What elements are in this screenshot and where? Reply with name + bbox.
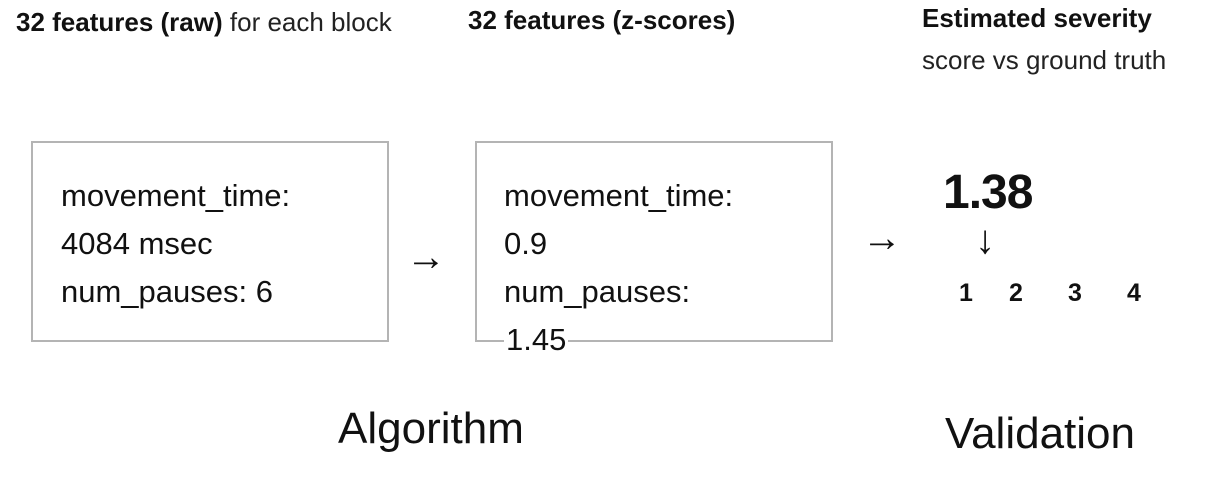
severity-scale-4: 4 [1127, 279, 1141, 307]
severity-heading: Estimated severity score vs ground truth [922, 0, 1166, 82]
zscore-features-box [475, 141, 833, 342]
severity-scale-1: 1 [959, 279, 973, 307]
z-num-pauses-value: 1.45 [504, 322, 569, 357]
severity-scale-2: 2 [1009, 279, 1023, 307]
raw-num-pauses: num_pauses: 6 [61, 274, 273, 309]
zscore-features-heading: 32 features (z-scores) [468, 0, 735, 42]
arrow-right-icon: → [862, 216, 902, 260]
severity-subtitle: score vs ground truth [922, 45, 1167, 75]
raw-features-title: 32 features (raw) [16, 7, 223, 37]
raw-features-subtitle: for each block [222, 7, 392, 37]
arrow-down-icon: ↓ [975, 218, 995, 262]
algorithm-label: Algorithm [338, 404, 524, 453]
raw-features-box [31, 141, 389, 342]
validation-label: Validation [945, 409, 1135, 458]
raw-movement-time-value: 4084 msec [61, 226, 213, 261]
zscore-features-content: movement_time: 0.9 num_pauses: 1.45 [504, 172, 824, 364]
zscore-features-title: 32 features (z-scores) [468, 5, 736, 35]
raw-features-content: movement_time: 4084 msec num_pauses: 6 [61, 172, 381, 316]
raw-movement-time-label: movement_time: [61, 178, 291, 213]
z-movement-time-value: 0.9 [504, 226, 548, 261]
severity-scale-3: 3 [1068, 279, 1082, 307]
raw-features-heading: 32 features (raw) for each block [16, 0, 396, 44]
z-num-pauses-label: num_pauses: [504, 274, 691, 309]
z-movement-time-label: movement_time: [504, 178, 734, 213]
arrow-right-icon: → [406, 235, 446, 279]
severity-title: Estimated severity [922, 3, 1152, 33]
severity-score: 1.38 [943, 166, 1033, 219]
